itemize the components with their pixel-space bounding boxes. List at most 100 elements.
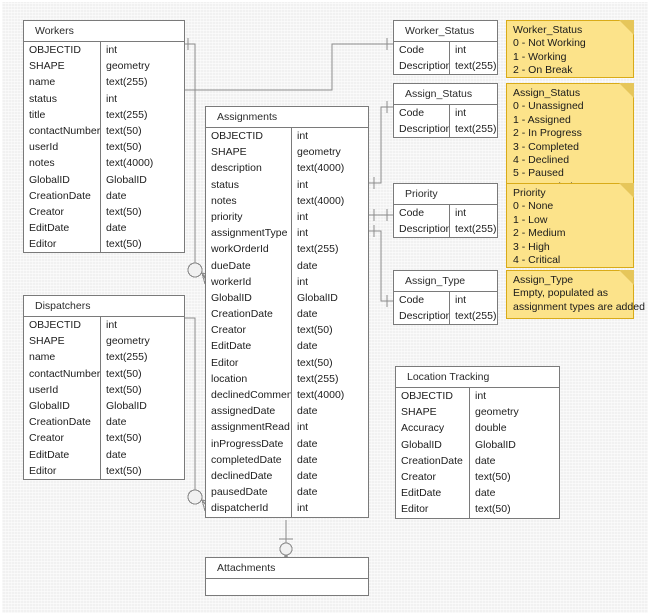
wire-assignments-status-to-assign-status <box>369 106 393 184</box>
table-row: Creator text(50) <box>24 430 184 447</box>
field-name: status <box>24 90 101 107</box>
field-type: int <box>297 275 309 288</box>
note-fold-icon <box>619 270 634 285</box>
field-name: Creator <box>396 468 470 486</box>
field-type: text(255) <box>455 60 497 73</box>
field-name: Editor <box>396 501 470 518</box>
field-name: workerId <box>206 273 292 290</box>
table-worker-status-title: Worker_Status <box>394 21 497 42</box>
table-assignments-title: Assignments <box>206 107 368 128</box>
field-name: pausedDate <box>206 484 292 501</box>
note-line: Empty, populated as <box>513 287 608 300</box>
field-type: date <box>106 222 127 235</box>
table-row <box>206 579 368 595</box>
field-name: Description <box>394 58 450 75</box>
field-name: Editor <box>24 236 101 253</box>
field-type: date <box>297 486 318 499</box>
field-name <box>206 579 368 595</box>
field-name: location <box>206 370 292 387</box>
field-type: text(255) <box>106 108 148 121</box>
table-assign-status-title: Assign_Status <box>394 84 497 105</box>
field-name: SHAPE <box>24 58 101 75</box>
table-attachments-title: Attachments <box>206 558 368 579</box>
field-type: GlobalID <box>106 399 147 412</box>
note-assign-status-title: Assign_Status <box>513 87 581 99</box>
field-type: text(50) <box>106 383 142 396</box>
field-type: text(255) <box>297 372 339 385</box>
field-name: Editor <box>206 354 292 371</box>
field-name: declinedDate <box>206 467 292 485</box>
field-type: text(50) <box>106 238 142 251</box>
field-name: dueDate <box>206 257 292 274</box>
table-row: Description text(255) <box>394 58 497 75</box>
table-workers-title: Workers <box>24 21 184 42</box>
field-name: Creator <box>24 430 101 447</box>
field-type: int <box>297 421 309 434</box>
field-type: int <box>297 210 309 223</box>
field-name: Creator <box>206 322 292 339</box>
field-type: geometry <box>106 60 150 73</box>
field-name: status <box>206 176 292 193</box>
field-type: text(50) <box>106 432 142 445</box>
table-row: SHAPE geometry <box>24 58 184 75</box>
table-attachments[interactable]: Attachments <box>205 557 369 597</box>
field-name: declinedComment <box>206 387 292 404</box>
field-type: date <box>297 437 318 450</box>
note-line: 2 - On Break <box>513 64 573 77</box>
field-name: Description <box>394 121 450 138</box>
note-fold-icon <box>619 83 634 98</box>
note-line: 3 - Completed <box>513 140 579 153</box>
note-fold-icon <box>619 183 634 198</box>
field-name: Code <box>394 292 450 309</box>
field-name: OBJECTID <box>206 128 292 145</box>
field-type: GlobalID <box>106 173 147 186</box>
field-name: userId <box>24 139 101 156</box>
field-name: contactNumber <box>24 365 101 382</box>
field-type: date <box>106 416 127 429</box>
field-name: inProgressDate <box>206 435 292 452</box>
field-name: Code <box>394 205 450 222</box>
table-row: Editor text(50) <box>24 236 184 253</box>
table-assign-type-title: Assign_Type <box>394 271 497 292</box>
field-name: title <box>24 106 101 123</box>
wire-workers-status-to-worker-status <box>185 43 393 91</box>
field-type: text(255) <box>297 243 339 256</box>
